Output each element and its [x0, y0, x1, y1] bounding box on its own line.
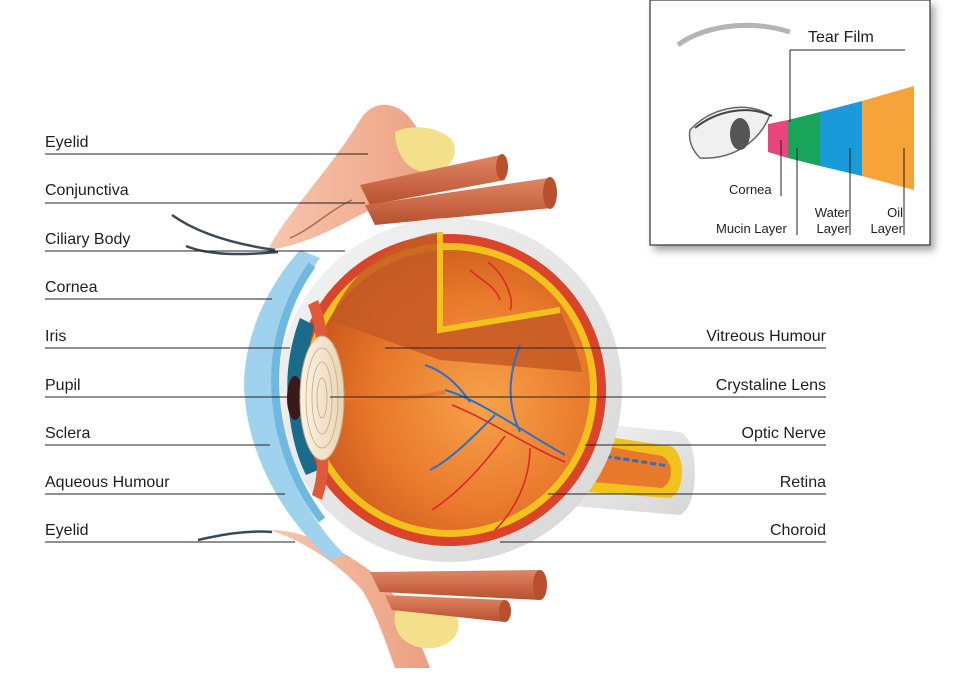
label-crystaline-lens: Crystaline Lens	[715, 377, 826, 394]
inset-label-cornea: Cornea	[729, 182, 772, 197]
upper-eyelid	[268, 104, 455, 250]
eyelashes	[171, 213, 279, 542]
tear-pink-band	[768, 120, 788, 158]
label-iris: Iris	[45, 328, 67, 345]
label-lines	[45, 153, 826, 543]
eyeball	[278, 218, 622, 562]
lower-eyelid	[270, 530, 459, 668]
tear-green-band	[788, 112, 820, 166]
inset-label-water-1: Water	[814, 205, 849, 220]
tear-blue-band	[820, 101, 862, 176]
label-cornea: Cornea	[45, 279, 98, 296]
label-retina: Retina	[779, 474, 826, 491]
inset-label-mucin: Mucin Layer	[716, 221, 787, 236]
label-eyelid-lower: Eyelid	[45, 522, 89, 539]
tear-orange-band	[862, 86, 914, 190]
inset-label-water-2: Layer	[816, 221, 849, 236]
label-aqueous-humour: Aqueous Humour	[45, 474, 170, 491]
inset-label-oil-2: Layer	[870, 221, 903, 236]
eye-muscles	[360, 154, 557, 622]
label-ciliary-body: Ciliary Body	[45, 231, 131, 248]
tear-film-inset	[649, 0, 931, 246]
label-sclera: Sclera	[45, 425, 91, 442]
label-vitreous-humour: Vitreous Humour	[706, 328, 826, 345]
anterior-segment	[244, 250, 446, 560]
inset-title: Tear Film	[808, 29, 874, 46]
inset-label-oil-1: Oil	[887, 205, 903, 220]
label-conjunctiva: Conjunctiva	[45, 182, 129, 199]
label-eyelid-upper: Eyelid	[45, 134, 89, 151]
label-optic-nerve: Optic Nerve	[741, 425, 826, 442]
label-choroid: Choroid	[769, 522, 826, 539]
label-pupil: Pupil	[45, 377, 81, 394]
